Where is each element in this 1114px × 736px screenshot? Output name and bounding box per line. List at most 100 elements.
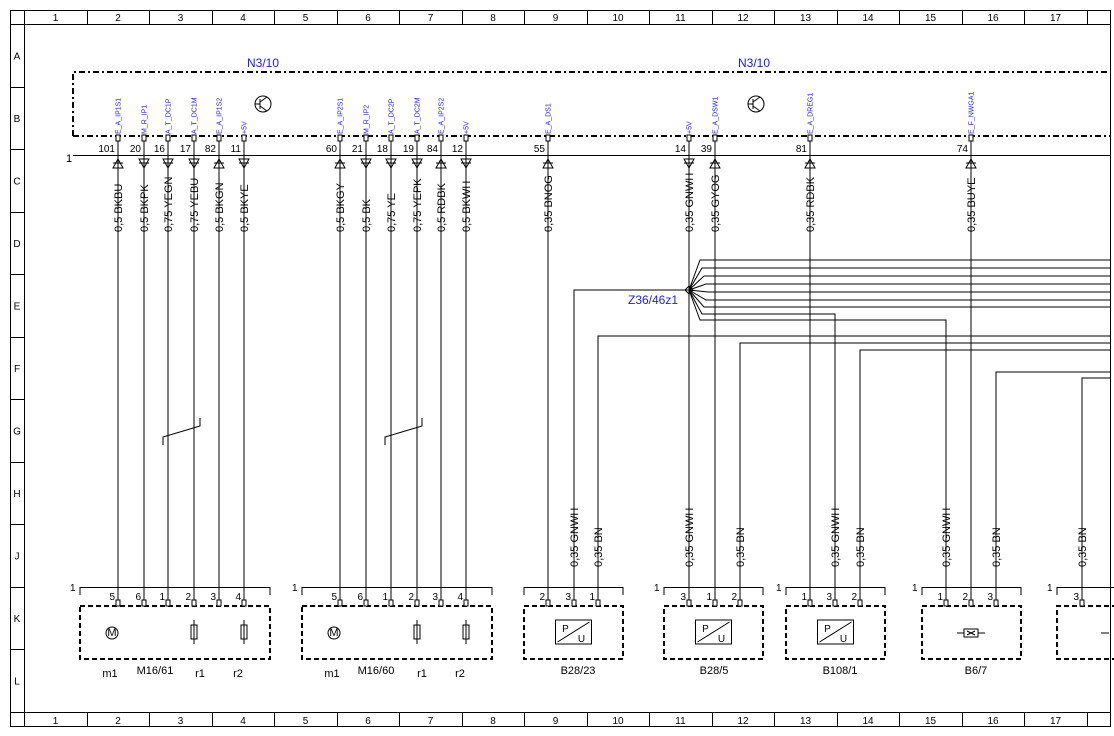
pin-terminal	[141, 134, 147, 142]
component-pin	[463, 599, 469, 607]
pin-signal-label: A_T_DC1P	[166, 98, 173, 134]
component-ref: B28/23	[561, 665, 596, 677]
component-pin-number: 2	[851, 592, 857, 603]
pin-terminal	[337, 134, 343, 142]
pin-signal-label: E_F_NWGA1	[969, 91, 976, 134]
component-pin-number: 1	[801, 592, 807, 603]
pin-number: 12	[452, 144, 464, 155]
component-pin-number: 1	[382, 592, 388, 603]
splice-bus	[573, 259, 1110, 580]
wire-label: 0,35 BNOG	[543, 175, 555, 232]
component-pin-number: 3	[210, 592, 216, 603]
component-pin	[968, 599, 974, 607]
pin-terminal	[712, 134, 718, 142]
column-number: 16	[987, 13, 999, 24]
component-corner-number: 1	[654, 583, 660, 594]
pin-number: 60	[326, 144, 338, 155]
column-number: 3	[178, 13, 184, 24]
row-letter: D	[13, 239, 20, 250]
wire-label: 0,35 RDBK	[805, 176, 817, 232]
pin-number: 21	[352, 144, 364, 155]
row-letter: F	[14, 364, 20, 375]
pin-terminal	[545, 134, 551, 142]
component-pin-number: 1	[159, 592, 165, 603]
component-pin	[943, 599, 949, 607]
column-number: 3	[178, 716, 184, 727]
pin-number: 81	[796, 144, 808, 155]
row-letter: C	[13, 177, 20, 188]
column-number: 1	[53, 716, 59, 727]
component-sub-label: r2	[455, 668, 465, 680]
component-pin-number: 5	[331, 592, 337, 603]
row-letter: K	[14, 614, 21, 625]
column-number: 9	[553, 13, 559, 24]
column-number: 11	[675, 716, 686, 727]
pin-number: 82	[205, 144, 217, 155]
twisted-pair-marker	[384, 418, 423, 445]
drawing-frame	[10, 10, 1111, 727]
pin-terminal	[363, 134, 369, 142]
column-number: 13	[800, 13, 812, 24]
column-number: 7	[428, 716, 434, 727]
pin-signal-label: M_R_IP2	[364, 105, 371, 134]
component-ref: M16/60	[358, 665, 395, 677]
signal-out-arrow	[162, 158, 174, 170]
pin-number: 14	[675, 144, 687, 155]
column-number: 4	[240, 13, 246, 24]
row-letter: J	[15, 552, 20, 563]
component-pin-number: 2	[185, 592, 191, 603]
module-ref-right: N3/10	[738, 56, 770, 70]
motor-icon	[105, 626, 119, 640]
column-number: 14	[862, 716, 874, 727]
component-pin-number: 1	[589, 592, 595, 603]
pin-terminal	[241, 134, 247, 142]
wire-label: 0,35 BN	[855, 527, 867, 567]
transistor-icon	[254, 95, 272, 113]
component: 13	[1047, 580, 1114, 660]
component-pin	[414, 599, 420, 607]
wire-label: 0,5 BKPK	[139, 184, 151, 232]
component-pin	[241, 599, 247, 607]
component-pin	[993, 599, 999, 607]
column-number: 15	[925, 716, 937, 727]
pin-signal-label: A_T_DC2P	[389, 98, 396, 134]
component-pin	[832, 599, 838, 607]
wire-label: 0,35 GNWH	[569, 508, 581, 567]
pressure-sensor-icon	[555, 619, 592, 645]
component-pin-number: 2	[731, 592, 737, 603]
svg-text:P: P	[562, 624, 569, 635]
component-pin-number: 6	[135, 592, 141, 603]
component-corner-number: 1	[70, 583, 76, 594]
pin-signal-label: E_A_IP2S2	[439, 98, 446, 134]
wire-label: 0,5 RDBK	[436, 182, 448, 232]
wire-label: 0,35 BN	[991, 527, 1003, 567]
pin-terminal	[388, 134, 394, 142]
column-number: 2	[115, 716, 121, 727]
column-number: 1	[53, 13, 59, 24]
component-sub-label: m1	[102, 668, 117, 680]
column-number: 5	[303, 716, 309, 727]
module-corner-number: 1	[66, 153, 72, 165]
component-corner-number: 1	[776, 583, 782, 594]
column-number: 11	[675, 13, 686, 24]
pin-number: 17	[180, 144, 192, 155]
column-number: 17	[1050, 716, 1062, 727]
module-ref-left: N3/10	[247, 56, 279, 70]
twisted-pair-marker	[162, 418, 201, 445]
component-outline	[663, 605, 764, 660]
component-ref: M16/61	[137, 665, 174, 677]
pin-number: 84	[427, 144, 439, 155]
wire-label: 0,35 BN	[593, 527, 605, 567]
pin-terminal	[115, 134, 121, 142]
pin-signal-label: +5V	[687, 121, 694, 134]
wire-label: 0,5 BKGY	[335, 182, 347, 232]
pressure-sensor-icon	[817, 619, 854, 645]
pin-terminal	[191, 134, 197, 142]
component-pin-number: 3	[987, 592, 993, 603]
pin-number: 101	[98, 144, 115, 155]
